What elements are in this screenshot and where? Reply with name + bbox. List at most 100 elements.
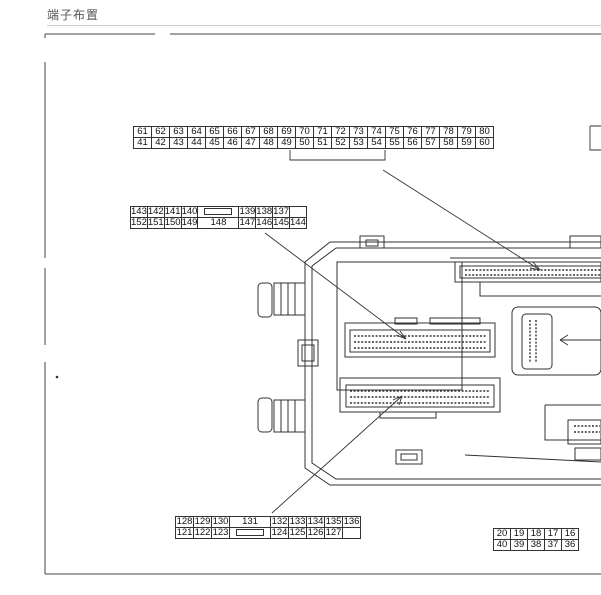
pin-cell: 66 — [223, 126, 242, 138]
pin-cell: 128 — [175, 516, 194, 528]
pin-cell: 124 — [270, 527, 289, 539]
pin-cell: 125 — [288, 527, 307, 539]
socket-right — [511, 306, 601, 376]
pin-cell: 148 — [197, 217, 240, 229]
pin-cell: 142 — [146, 206, 165, 218]
top-clip-right — [569, 235, 601, 249]
pin-cell: 48 — [259, 137, 278, 149]
pin-cell: 137 — [272, 206, 291, 218]
pin-cell: 75 — [385, 126, 404, 138]
pin-cell: 130 — [211, 516, 230, 528]
pin-cell: 56 — [403, 137, 422, 149]
pin-cell: 68 — [259, 126, 278, 138]
leader-line-mid — [264, 232, 407, 340]
pin-cell: 52 — [331, 137, 350, 149]
pin-cell: 41 — [133, 137, 152, 149]
pin-cell: 36 — [561, 539, 579, 551]
pin-cell: 126 — [306, 527, 325, 539]
pin-cell: 78 — [439, 126, 458, 138]
pin-cell: 147 — [238, 217, 257, 229]
pin-cell: 67 — [241, 126, 260, 138]
pin-cell: 132 — [270, 516, 289, 528]
pin-cell: 73 — [349, 126, 368, 138]
pin-cell: 121 — [175, 527, 194, 539]
pin-cell: 69 — [277, 126, 296, 138]
pin-cell: 18 — [527, 528, 545, 540]
pin-cell: 40 — [493, 539, 511, 551]
pin-cell: 127 — [324, 527, 343, 539]
bottom-edge-detail — [464, 454, 601, 463]
pin-cell: 72 — [331, 126, 350, 138]
pin-cell: 151 — [146, 217, 165, 229]
pin-cell: 63 — [169, 126, 188, 138]
offscreen-connector-edge — [589, 125, 601, 151]
leader-line-top — [382, 169, 541, 271]
stray-dot — [55, 375, 59, 379]
socket-lower-key — [379, 411, 437, 419]
pin-cell: 59 — [457, 137, 476, 149]
side-latch-inner — [301, 344, 315, 362]
pin-slot-blank — [197, 206, 240, 218]
module-outline-outer — [304, 241, 601, 486]
pin-cell: 53 — [349, 137, 368, 149]
socket-upper — [344, 322, 496, 358]
pin-cell: 74 — [367, 126, 386, 138]
pin-cell: 58 — [439, 137, 458, 149]
blank-slot-mark — [204, 208, 233, 216]
pin-cell: 141 — [163, 206, 182, 218]
bottom-tab-inner — [400, 453, 418, 461]
pin-cell: 60 — [475, 137, 494, 149]
pin-cell: 46 — [223, 137, 242, 149]
title-divider — [47, 25, 601, 26]
top-clip-left — [359, 235, 385, 249]
bracket-upper-right — [273, 282, 306, 316]
pin-cell: 145 — [272, 217, 291, 229]
module-body — [257, 235, 601, 486]
pin-cell: 64 — [187, 126, 206, 138]
pin-cell: 79 — [457, 126, 476, 138]
socket-right-inner — [521, 313, 553, 370]
pin-cell: 62 — [151, 126, 170, 138]
socket-upper-inner — [349, 329, 491, 353]
pin-cell: 65 — [205, 126, 224, 138]
pin-cell: 51 — [313, 137, 332, 149]
right-lower-tab — [574, 447, 601, 461]
pin-cell: 39 — [510, 539, 528, 551]
page-title: 端子布置 — [47, 8, 100, 22]
socket-lower-inner — [345, 384, 495, 408]
pin-cell: 139 — [238, 206, 257, 218]
pin-cell: 37 — [544, 539, 562, 551]
pin-cell: 134 — [306, 516, 325, 528]
bracket-upper-left — [257, 282, 273, 318]
side-latch — [297, 339, 319, 367]
pin-cell: 55 — [385, 137, 404, 149]
pin-cell: 16 — [561, 528, 579, 540]
leader-line-bottom — [271, 395, 403, 514]
pin-cell: 152 — [130, 217, 148, 229]
blank-slot-mark — [236, 529, 264, 537]
pin-cell: 129 — [193, 516, 212, 528]
pin-cell: 80 — [475, 126, 494, 138]
pin-cell: 61 — [133, 126, 152, 138]
pin-cell: 135 — [324, 516, 343, 528]
module-outline-inner — [311, 247, 601, 480]
header-shelf — [479, 282, 601, 297]
pin-cell: 138 — [255, 206, 274, 218]
pin-cell: 70 — [295, 126, 314, 138]
pin-cell: 146 — [255, 217, 274, 229]
pin-cell: 149 — [180, 217, 199, 229]
pin-cell: 38 — [527, 539, 545, 551]
pin-cell: 49 — [277, 137, 296, 149]
pin-cell: 47 — [241, 137, 260, 149]
right-lower-housing — [544, 404, 601, 441]
